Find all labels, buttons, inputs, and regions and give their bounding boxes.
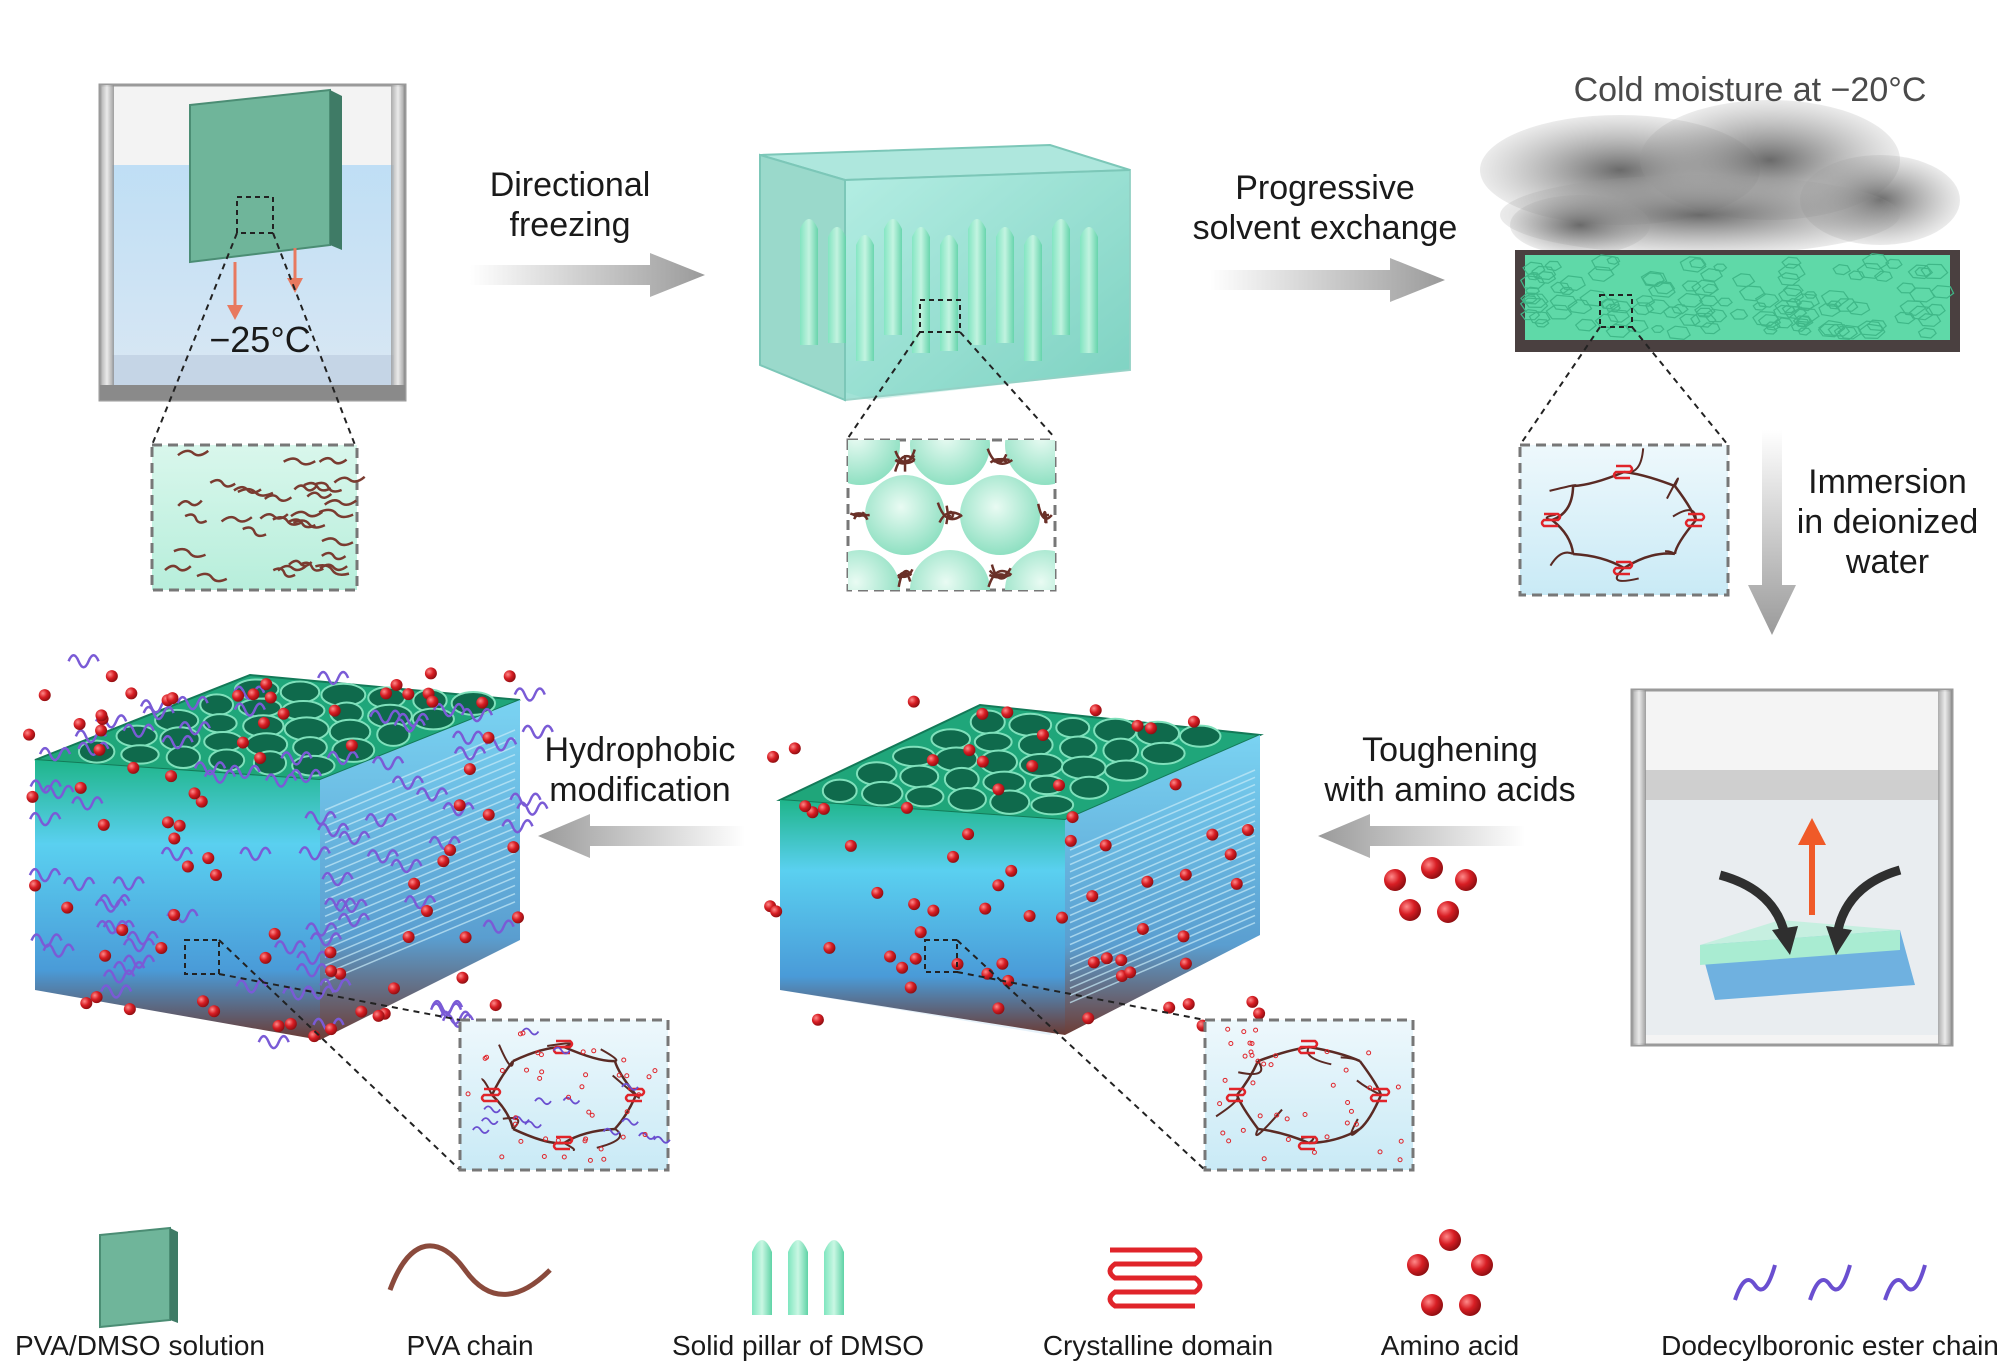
arrow-directional-freezing [470, 253, 705, 297]
inset-network-3 [458, 1018, 671, 1172]
cold-moisture-tray [1480, 100, 1960, 446]
immersion-bath [1630, 688, 1954, 1047]
legend-label-dmso-pillar: Solid pillar of DMSO [671, 1330, 925, 1361]
legend-label-solution: PVA/DMSO solution [14, 1330, 266, 1361]
legend-label-boronic-chain: Dodecylboronic ester chain [1661, 1330, 1999, 1361]
legend-label-pva-chain: PVA chain [406, 1330, 534, 1361]
label-cold-moisture: Cold moisture at −20°C [1573, 71, 1927, 109]
legend-label-crystalline: Crystalline domain [1042, 1330, 1274, 1361]
arrow-solvent-exchange [1210, 258, 1445, 302]
label-immersion: Immersion in deionized water [1796, 463, 1979, 581]
label-solvent-exchange: Progressive solvent exchange [1192, 169, 1458, 247]
label-toughening: Toughening with amino acids [1324, 731, 1576, 809]
hydrophobic-gel-block [23, 654, 554, 1171]
pva-dmso-solution-icon [99, 1226, 178, 1329]
amino-acid-icon [1407, 1229, 1493, 1316]
arrow-hydrophobic [538, 814, 745, 858]
freezing-bath [98, 83, 407, 446]
dodecylboronic-chain-icon [1733, 1264, 1927, 1301]
inset-pillars [846, 438, 1057, 592]
toughened-gel-block [764, 695, 1266, 1171]
amino-acid-cluster [1384, 857, 1477, 923]
arrow-immersion [1748, 430, 1796, 635]
crystalline-domain-icon [1107, 1247, 1203, 1309]
dmso-pillar-icon [752, 1240, 844, 1315]
inset-network-2 [1203, 1018, 1415, 1172]
frozen-block [759, 143, 1131, 439]
label-hydrophobic: Hydrophobic modification [544, 731, 736, 809]
label-directional-freezing: Directional freezing [489, 166, 651, 244]
legend-label-amino-acid: Amino acid [1380, 1330, 1520, 1361]
label-freezing-temperature: −25°C [209, 319, 311, 360]
inset-solution [150, 443, 366, 592]
arrow-toughening [1318, 814, 1525, 858]
inset-network-1 [1518, 443, 1730, 597]
pva-chain-icon [387, 1243, 552, 1297]
